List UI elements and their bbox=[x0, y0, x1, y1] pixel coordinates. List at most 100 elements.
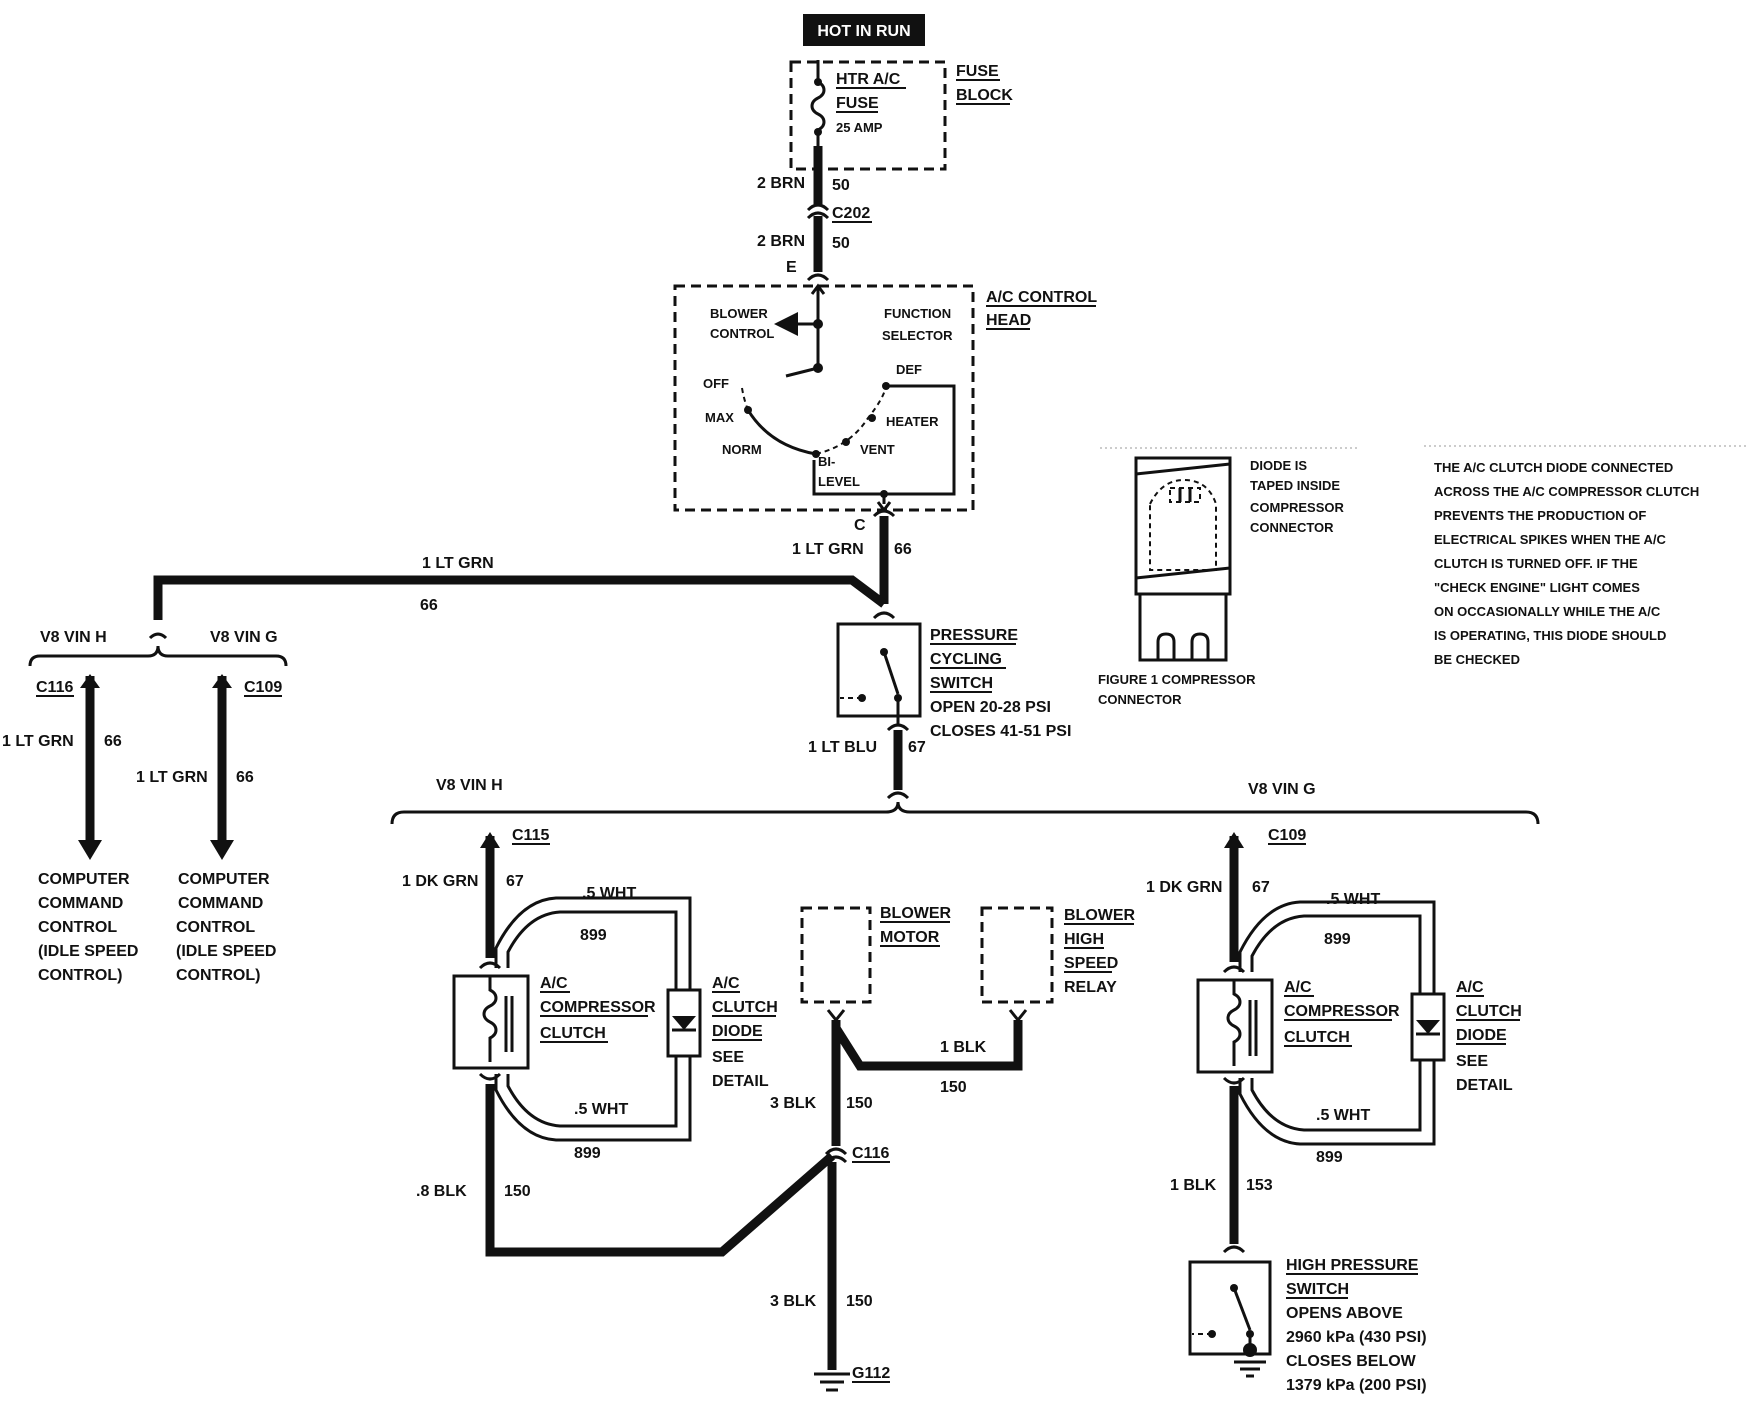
fuse-rating: 25 AMP bbox=[836, 120, 883, 135]
ltgrn-circuit-main: 66 bbox=[894, 541, 912, 558]
brn-circuit-2: 50 bbox=[832, 235, 850, 252]
fig1-note-2: TAPED INSIDE bbox=[1250, 478, 1340, 493]
control-head-title-2: HEAD bbox=[986, 312, 1031, 329]
blower-control-1: BLOWER bbox=[710, 306, 768, 321]
high-pressure-switch-box bbox=[1188, 1260, 1272, 1356]
svg-text:ACROSS THE A/C COMPRESSOR CLUT: ACROSS THE A/C COMPRESSOR CLUTCH bbox=[1434, 484, 1699, 499]
vin-h-label-main: V8 VIN H bbox=[436, 777, 503, 794]
diode-g-1: A/C bbox=[1456, 979, 1484, 996]
svg-text:CONTROL: CONTROL bbox=[38, 919, 117, 936]
main-bus bbox=[390, 801, 1540, 825]
wht-circuit-g2: 899 bbox=[1316, 1149, 1343, 1166]
ltgrn-gauge-l2: 1 LT GRN bbox=[136, 769, 208, 786]
relay-4: RELAY bbox=[1064, 979, 1117, 996]
brn-gauge-2: 2 BRN bbox=[757, 233, 805, 250]
blk1-gauge-relay: 1 BLK bbox=[940, 1039, 987, 1056]
diode-g-4: SEE bbox=[1456, 1053, 1488, 1070]
clutch-diode-h bbox=[666, 988, 702, 1058]
compressor-h-2: COMPRESSOR bbox=[540, 999, 656, 1016]
svg-text:(IDLE SPEED: (IDLE SPEED bbox=[176, 943, 276, 960]
pcs-title-3: SWITCH bbox=[930, 675, 993, 692]
lt-grn-wire: C 1 LT GRN 66 1 LT GRN 66 bbox=[153, 509, 912, 620]
dkgrn-circuit-g: 67 bbox=[1252, 879, 1270, 896]
figure1-compressor-connector: DIODE IS TAPED INSIDE COMPRESSOR CONNECT… bbox=[1098, 447, 1360, 707]
ltgrn-gauge-l1: 1 LT GRN bbox=[2, 733, 74, 750]
brn-circuit-1: 50 bbox=[832, 177, 850, 194]
svg-text:COMPUTER: COMPUTER bbox=[38, 871, 130, 888]
ltblu-gauge: 1 LT BLU bbox=[808, 739, 877, 756]
function-selector-1: FUNCTION bbox=[884, 306, 951, 321]
ground-hps-symbol bbox=[1234, 1360, 1266, 1378]
svg-text:COMPUTER: COMPUTER bbox=[178, 871, 270, 888]
blk1-circuit-relay: 150 bbox=[940, 1079, 967, 1096]
compressor-h-1: A/C bbox=[540, 975, 568, 992]
blk3-gauge-2: 3 BLK bbox=[770, 1293, 817, 1310]
svg-text:CLUTCH IS TURNED OFF. IF THE: CLUTCH IS TURNED OFF. IF THE bbox=[1434, 556, 1638, 571]
pcs-open: OPEN 20-28 PSI bbox=[930, 699, 1051, 716]
ltgrn-circuit-l1: 66 bbox=[104, 733, 122, 750]
wht-gauge-g1: .5 WHT bbox=[1326, 891, 1380, 908]
wht-gauge-g2: .5 WHT bbox=[1316, 1107, 1370, 1124]
fig1-caption-2: CONNECTOR bbox=[1098, 692, 1182, 707]
fuse-symbol bbox=[810, 60, 826, 146]
hps-6: 1379 kPa (200 PSI) bbox=[1286, 1377, 1427, 1394]
svg-text:CONTROL: CONTROL bbox=[176, 919, 255, 936]
c202-label: C202 bbox=[832, 205, 870, 222]
diode-h-1: A/C bbox=[712, 975, 740, 992]
wht-circuit-h2: 899 bbox=[574, 1145, 601, 1162]
hot-in-run-label: HOT IN RUN bbox=[803, 14, 925, 46]
dkgrn-gauge-h: 1 DK GRN bbox=[402, 873, 478, 890]
blk3-circuit-1: 150 bbox=[846, 1095, 873, 1112]
pos-max: MAX bbox=[705, 410, 734, 425]
diode-h-4: SEE bbox=[712, 1049, 744, 1066]
fuse-block-title-2: BLOCK bbox=[956, 87, 1013, 104]
blk153-circuit: 153 bbox=[1246, 1177, 1273, 1194]
ltgrn-circuit-top: 66 bbox=[420, 597, 438, 614]
compressor-circuit-vin-g: C109 1 DK GRN 67 .5 WHT 899 .5 WHT 899 A… bbox=[1146, 827, 1522, 1394]
brn-wire: 2 BRN 50 C202 2 BRN 50 E bbox=[757, 146, 872, 282]
svg-text:ON OCCASIONALLY WHILE THE A/C: ON OCCASIONALLY WHILE THE A/C bbox=[1434, 604, 1661, 619]
ccc-label-right: COMPUTER COMMAND CONTROL (IDLE SPEED CON… bbox=[176, 871, 276, 984]
wht-circuit-g1: 899 bbox=[1324, 931, 1351, 948]
ccc-branch: V8 VIN H V8 VIN G C116 C109 1 LT GRN 66 … bbox=[2, 629, 288, 984]
dkgrn-circuit-h: 67 bbox=[506, 873, 524, 890]
svg-text:COMMAND: COMMAND bbox=[38, 895, 123, 912]
hps-3: OPENS ABOVE bbox=[1286, 1305, 1403, 1322]
svg-text:IS OPERATING, THIS DIODE SHOUL: IS OPERATING, THIS DIODE SHOULD bbox=[1434, 628, 1666, 643]
vin-g-label-left: V8 VIN G bbox=[210, 629, 278, 646]
blk08-circuit: 150 bbox=[504, 1183, 531, 1200]
pos-bi: BI- bbox=[818, 454, 835, 469]
diode-g-2: CLUTCH bbox=[1456, 1003, 1522, 1020]
svg-text:(IDLE SPEED: (IDLE SPEED bbox=[38, 943, 138, 960]
svg-text:THE A/C CLUTCH DIODE CONNECTED: THE A/C CLUTCH DIODE CONNECTED bbox=[1434, 460, 1673, 475]
fuse-label: FUSE bbox=[836, 95, 879, 112]
pos-norm: NORM bbox=[722, 442, 762, 457]
pressure-cycling-switch: PRESSURE CYCLING SWITCH OPEN 20-28 PSI C… bbox=[836, 611, 1071, 740]
svg-text:HOT IN RUN: HOT IN RUN bbox=[817, 23, 910, 40]
diode-h-5: DETAIL bbox=[712, 1073, 769, 1090]
hps-4: 2960 kPa (430 PSI) bbox=[1286, 1329, 1427, 1346]
svg-text:CONTROL): CONTROL) bbox=[38, 967, 122, 984]
lt-blu-wire: 1 LT BLU 67 V8 VIN H V8 VIN G bbox=[390, 723, 1540, 825]
diode-h-3: DIODE bbox=[712, 1023, 763, 1040]
svg-text:BE CHECKED: BE CHECKED bbox=[1434, 652, 1520, 667]
control-head-title-1: A/C CONTROL bbox=[986, 289, 1097, 306]
g112-label: G112 bbox=[852, 1365, 890, 1382]
svg-text:ELECTRICAL SPIKES WHEN THE A/C: ELECTRICAL SPIKES WHEN THE A/C bbox=[1434, 532, 1666, 547]
hps-2: SWITCH bbox=[1286, 1281, 1349, 1298]
compressor-g-2: COMPRESSOR bbox=[1284, 1003, 1400, 1020]
compressor-g-3: CLUTCH bbox=[1284, 1029, 1350, 1046]
svg-text:COMMAND: COMMAND bbox=[178, 895, 263, 912]
pos-def: DEF bbox=[896, 362, 922, 377]
diode-h-2: CLUTCH bbox=[712, 999, 778, 1016]
pos-heater: HEATER bbox=[886, 414, 939, 429]
ltgrn-gauge-top: 1 LT GRN bbox=[422, 555, 494, 572]
ltgrn-gauge-main: 1 LT GRN bbox=[792, 541, 864, 558]
ltgrn-circuit-l2: 66 bbox=[236, 769, 254, 786]
wht-circuit-h1: 899 bbox=[580, 927, 607, 944]
hps-5: CLOSES BELOW bbox=[1286, 1353, 1417, 1370]
fig1-note-3: COMPRESSOR bbox=[1250, 500, 1345, 515]
blk3-gauge-1: 3 BLK bbox=[770, 1095, 817, 1112]
